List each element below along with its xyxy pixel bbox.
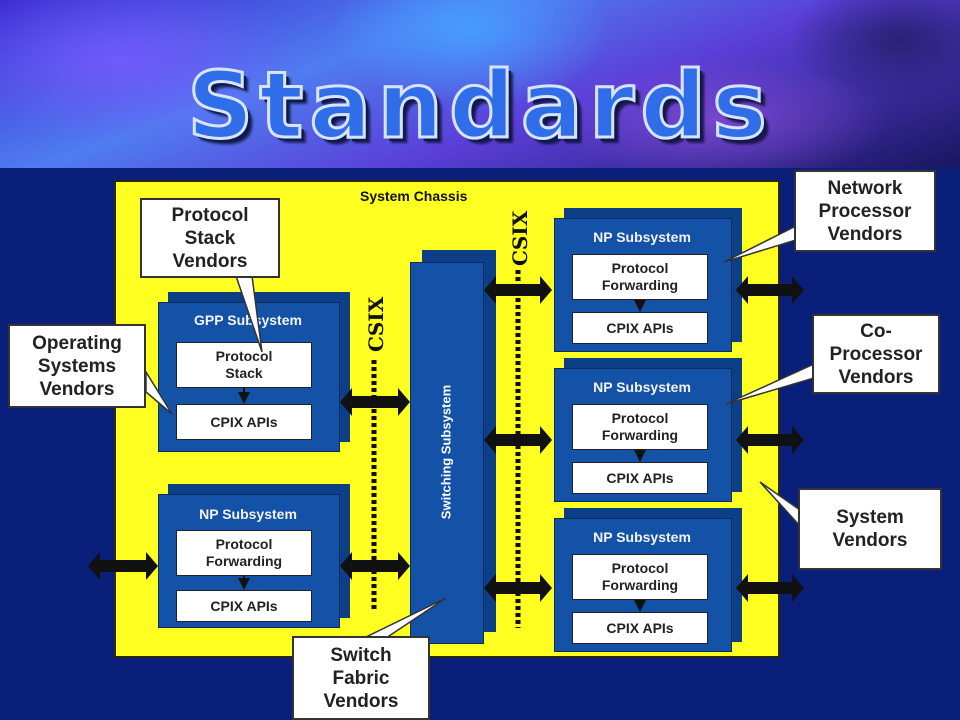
np-right-1-forwarding-box: Protocol Forwarding	[572, 254, 708, 300]
callout-protocol-stack-vendors: Protocol Stack Vendors	[140, 198, 280, 278]
arrow-np2-external	[736, 426, 804, 454]
chassis-label: System Chassis	[360, 188, 468, 204]
np-right-3-title: NP Subsystem	[593, 529, 691, 545]
np-right-1-cpix-apis-box: CPIX APIs	[572, 312, 708, 344]
gpp-cpix-apis-box: CPIX APIs	[176, 404, 312, 440]
np-left-cpix-apis-box: CPIX APIs	[176, 590, 312, 622]
np-right-2-title: NP Subsystem	[593, 379, 691, 395]
title-banner	[0, 0, 960, 168]
arrow-np1-external	[736, 276, 804, 304]
arrow-switch-np3	[484, 574, 552, 602]
arrows-group	[88, 276, 804, 602]
np-left-title: NP Subsystem	[199, 506, 297, 522]
pointer-operating-systems	[145, 369, 173, 415]
arrow-external-npleft	[88, 552, 158, 580]
arrow-npleft-switch	[340, 552, 410, 580]
pointer-switch-fabric	[363, 597, 447, 639]
arrow-gpp-switch	[340, 388, 410, 416]
pointer-system	[759, 481, 801, 528]
switching-subsystem	[410, 262, 484, 644]
callout-operating-systems-vendors: Operating Systems Vendors	[8, 324, 146, 408]
np-right-3-forwarding-box: Protocol Forwarding	[572, 554, 708, 600]
arrow-switch-np2	[484, 426, 552, 454]
np-right-3-cpix-apis-box: CPIX APIs	[572, 612, 708, 644]
gpp-protocol-stack-box: Protocol Stack	[176, 342, 312, 388]
pointer-network-processor	[723, 224, 797, 263]
pointer-co-processor	[725, 362, 815, 405]
callout-network-processor-vendors: Network Processor Vendors	[794, 170, 936, 252]
arrow-np3-external	[736, 574, 804, 602]
np-right-2-cpix-apis-box: CPIX APIs	[572, 462, 708, 494]
callout-system-vendors: System Vendors	[798, 488, 942, 570]
arrow-switch-np1	[484, 276, 552, 304]
slide-title: Standards	[186, 51, 773, 161]
callout-co-processor-vendors: Co- Processor Vendors	[812, 314, 940, 394]
np-left-forwarding-box: Protocol Forwarding	[176, 530, 312, 576]
gpp-subsystem-title: GPP Subsystem	[194, 312, 302, 328]
pointer-protocol-stack	[234, 275, 263, 353]
np-right-2-forwarding-box: Protocol Forwarding	[572, 404, 708, 450]
callout-switch-fabric-vendors: Switch Fabric Vendors	[292, 636, 430, 720]
np-right-1-title: NP Subsystem	[593, 229, 691, 245]
